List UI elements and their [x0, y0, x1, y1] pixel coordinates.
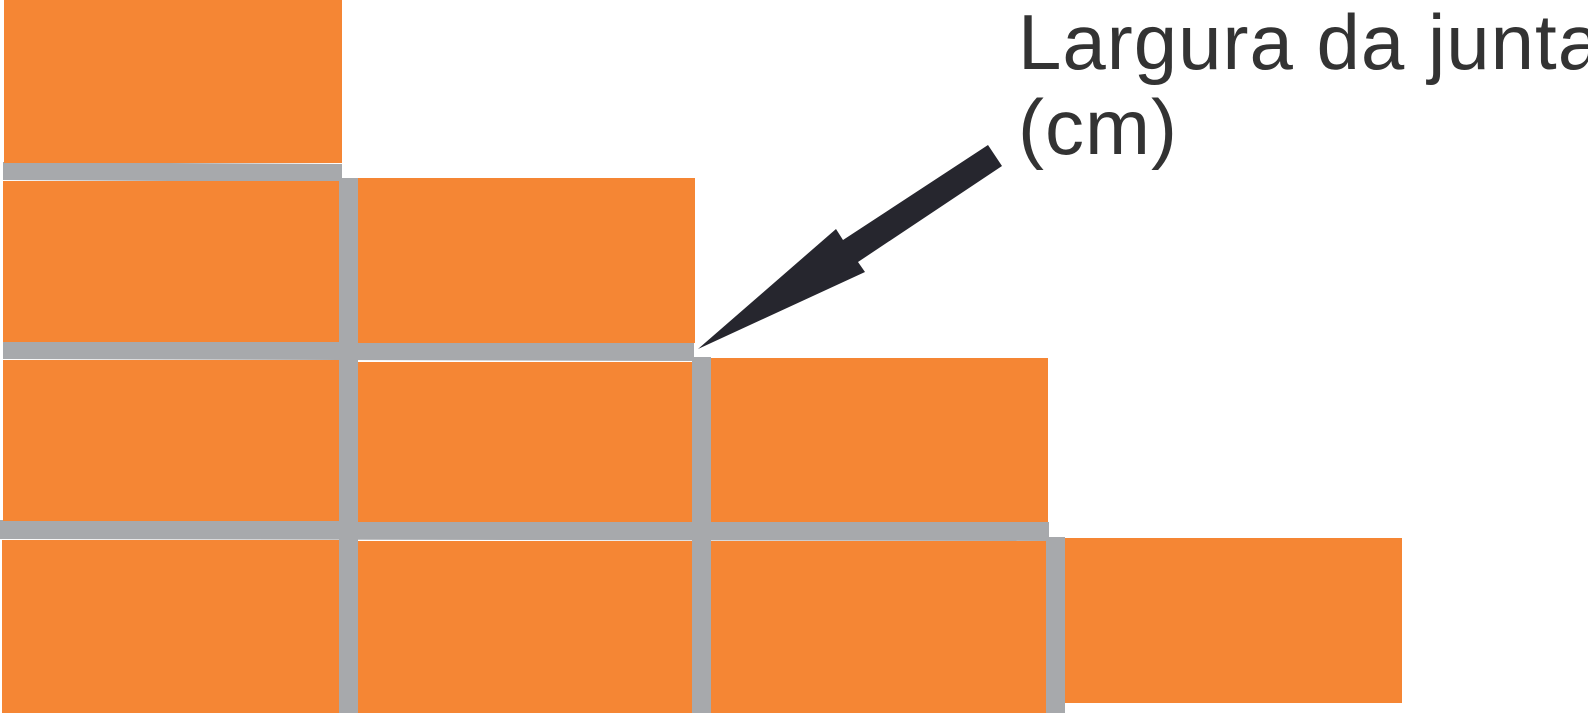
joint-width-unit: (cm): [1018, 83, 1178, 171]
joint-vertical-1: [339, 178, 358, 713]
joint-horizontal-1: [3, 162, 342, 182]
joint-horizontal-3: [0, 520, 1049, 541]
brick: [3, 360, 339, 521]
brick: [711, 541, 1046, 713]
brick: [2, 540, 339, 713]
brick: [3, 181, 339, 342]
mortar-joints: [0, 162, 1065, 713]
brick: [358, 362, 692, 522]
joint-vertical-3: [1046, 537, 1065, 713]
brick: [358, 178, 695, 343]
arrow-icon: [698, 145, 1002, 349]
brick: [4, 0, 342, 163]
joint-width-label: Largura da junta: [1018, 0, 1588, 86]
brick: [711, 358, 1048, 522]
brick: [358, 541, 692, 713]
joint-vertical-2: [692, 357, 711, 713]
bricks: [2, 0, 1402, 713]
brick: [1065, 538, 1402, 703]
